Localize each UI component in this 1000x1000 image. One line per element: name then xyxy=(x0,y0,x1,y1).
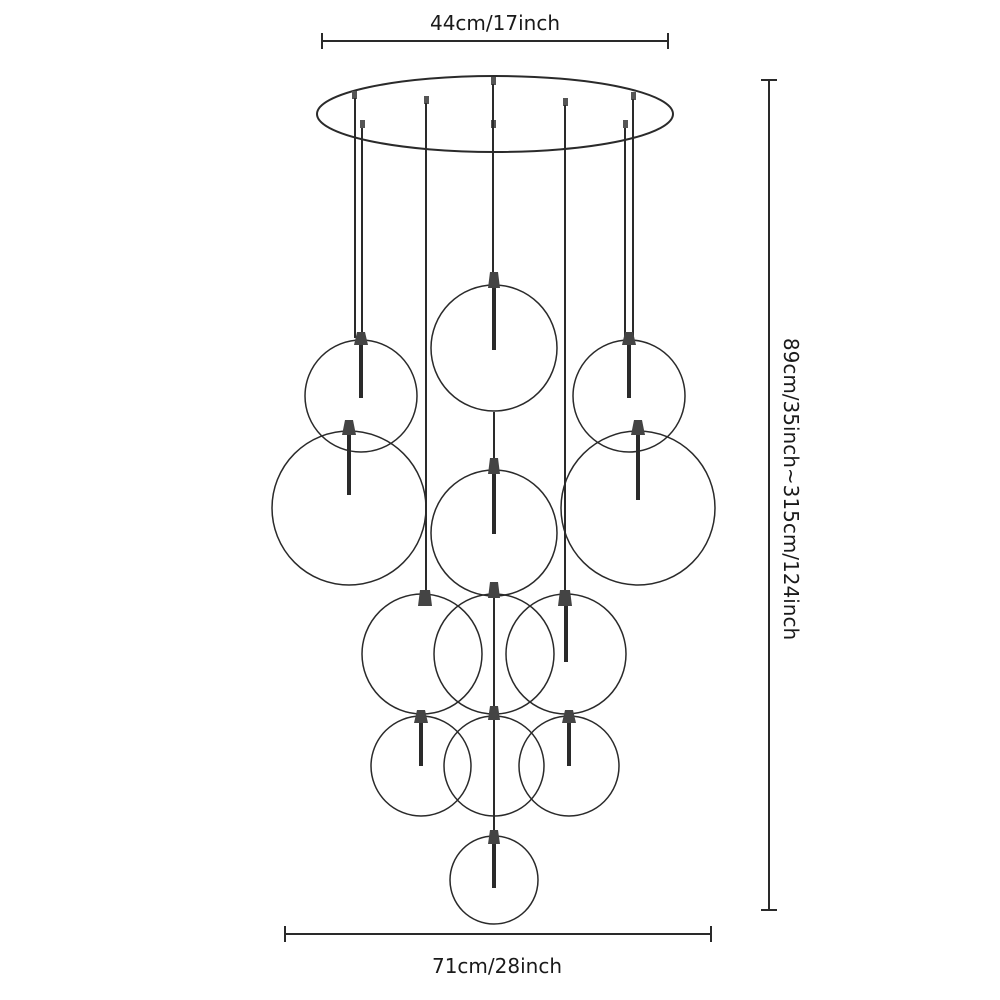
globe-6 xyxy=(430,412,558,597)
globe-5 xyxy=(560,420,716,586)
ceiling-canopy xyxy=(316,75,674,153)
bottom-width-dimension: 71cm/28inch xyxy=(284,926,712,978)
globe-2 xyxy=(304,332,418,453)
top-width-dimension: 44cm/17inch xyxy=(321,11,669,49)
globe-3 xyxy=(572,332,686,453)
bottom-width-label: 71cm/28inch xyxy=(432,954,562,978)
globe-12 xyxy=(518,710,620,817)
pendant-globes xyxy=(271,272,716,925)
globe-1 xyxy=(430,272,558,412)
globe-8 xyxy=(433,582,555,715)
top-width-label: 44cm/17inch xyxy=(430,11,560,35)
globe-10 xyxy=(370,710,472,817)
globe-11 xyxy=(443,706,545,830)
globe-4 xyxy=(271,420,427,586)
height-label: 89cm/35inch~315cm/124inch xyxy=(779,338,803,640)
globe-9 xyxy=(505,590,627,715)
globe-7 xyxy=(361,590,483,715)
globe-13 xyxy=(449,830,539,925)
height-dimension: 89cm/35inch~315cm/124inch xyxy=(761,79,803,911)
